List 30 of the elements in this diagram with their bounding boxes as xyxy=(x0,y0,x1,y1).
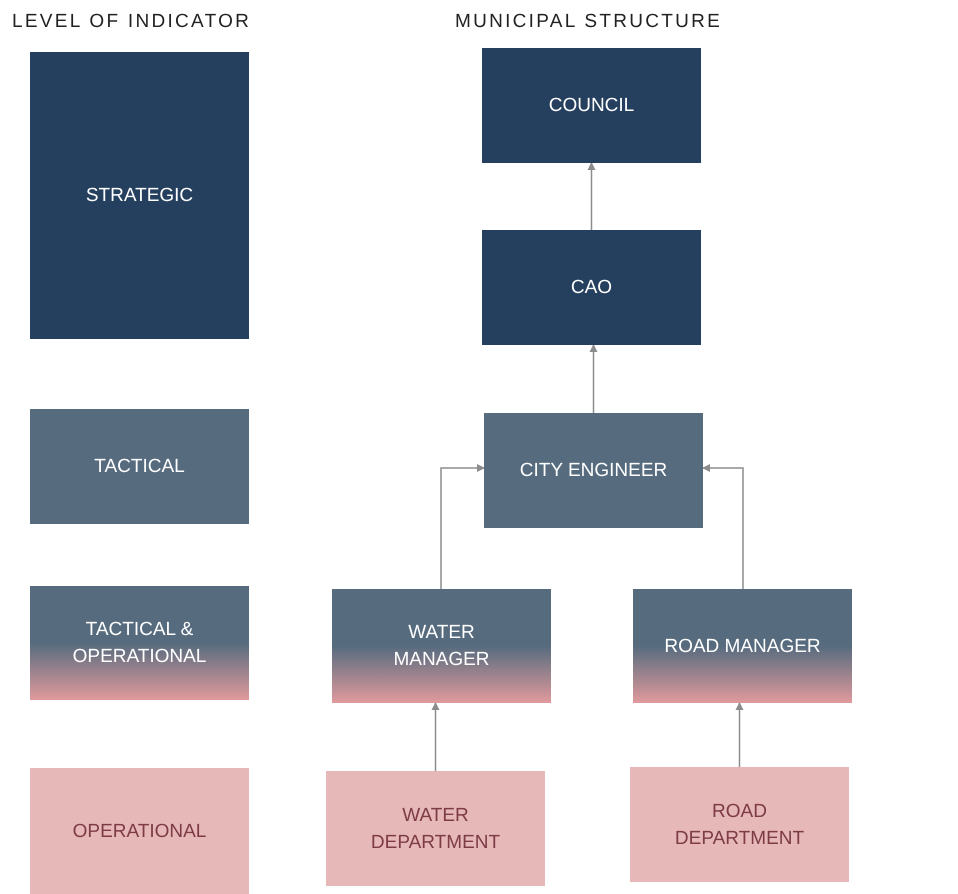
level-box xyxy=(630,767,849,882)
level-box xyxy=(482,48,701,163)
arrow xyxy=(432,702,440,771)
box-label: ROAD MANAGER xyxy=(664,634,821,658)
section-heading: LEVEL OF INDICATOR xyxy=(12,10,252,34)
arrow xyxy=(588,162,596,230)
box-label: TACTICAL xyxy=(94,455,185,479)
level-box xyxy=(633,589,852,703)
level-box xyxy=(30,52,249,339)
box-label: ROAD DEPARTMENT xyxy=(674,800,806,850)
level-box xyxy=(326,771,545,886)
arrow xyxy=(590,344,598,413)
level-box xyxy=(30,768,249,894)
arrow xyxy=(702,464,744,589)
box-label: STRATEGIC xyxy=(86,184,194,208)
arrow xyxy=(440,464,485,589)
level-box xyxy=(484,413,703,528)
box-label: OPERATIONAL xyxy=(72,820,206,844)
box-label: TACTICAL & OPERATIONAL xyxy=(72,618,208,669)
level-box xyxy=(482,230,701,345)
box-label: COUNCIL xyxy=(548,94,634,118)
level-box xyxy=(30,586,249,700)
level-box xyxy=(332,589,551,703)
section-heading: MUNICIPAL STRUCTURE xyxy=(455,10,722,34)
arrow xyxy=(736,702,744,767)
box-label: WATER DEPARTMENT xyxy=(370,804,502,854)
box-label: CAO xyxy=(570,276,612,300)
box-label: CITY ENGINEER xyxy=(520,459,668,483)
box-label: WATER MANAGER xyxy=(392,621,491,672)
level-box xyxy=(30,409,249,524)
